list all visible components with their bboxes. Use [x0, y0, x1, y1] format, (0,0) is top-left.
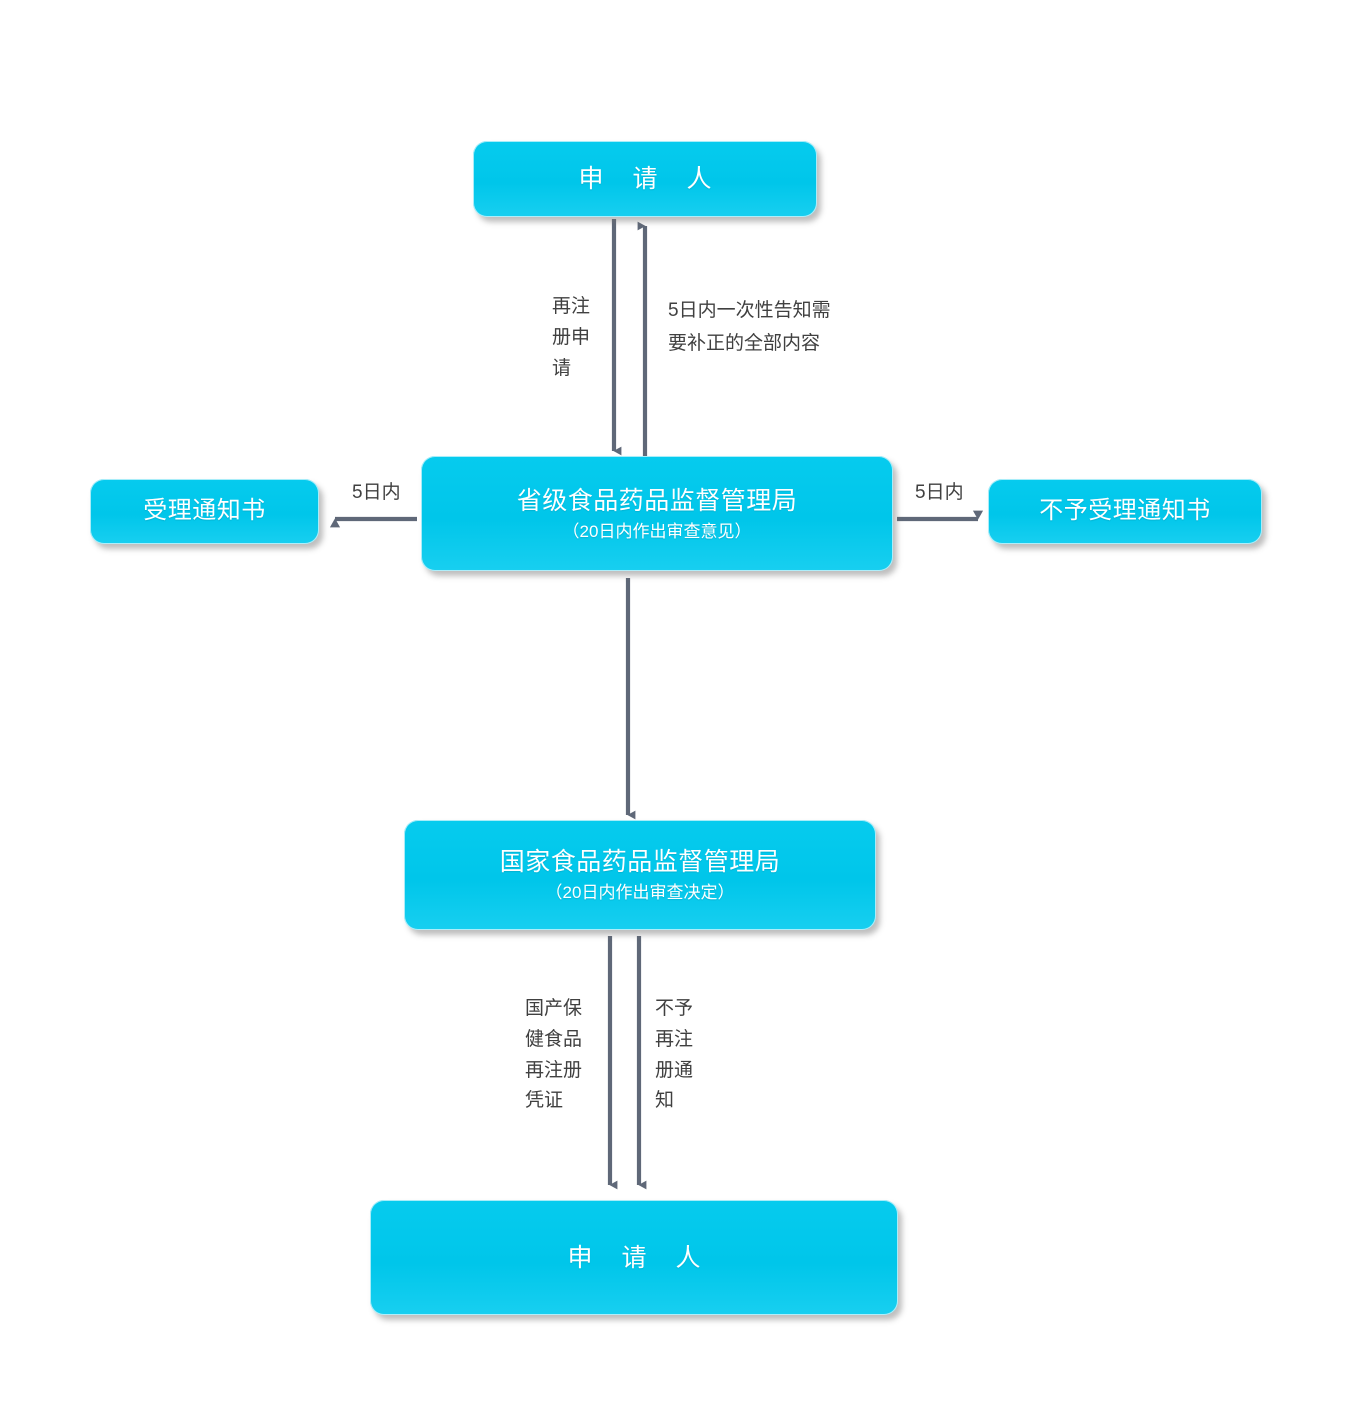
node-provincial-bureau-sublabel: （20日内作出审查意见）	[562, 521, 752, 541]
edge-label-notify-within-5-days: 5日内一次性告知需 要补正的全部内容	[668, 300, 831, 354]
node-applicant-bottom[interactable]: 申 请 人	[370, 1200, 898, 1315]
edge-label-no-reapproval-notice: 不予 再注 册通 知	[655, 998, 694, 1112]
edge-label-five-days-right: 5日内	[915, 482, 964, 503]
node-national-bureau-label: 国家食品药品监督管理局	[499, 848, 781, 877]
node-reject-notice-label: 不予受理通知书	[1039, 497, 1211, 525]
node-accept-notice-label: 受理通知书	[143, 497, 266, 525]
node-national-bureau[interactable]: 国家食品药品监督管理局 （20日内作出审查决定）	[404, 820, 876, 930]
node-applicant-top-label: 申 请 人	[578, 165, 723, 193]
edge-label-domestic-health-food-certificate: 国产保 健食品 再注册 凭证	[525, 998, 583, 1112]
edge-label-reapply-application: 再注 册申 请	[552, 296, 591, 379]
edge-label-five-days-left: 5日内	[352, 482, 401, 503]
node-provincial-bureau[interactable]: 省级食品药品监督管理局 （20日内作出审查意见）	[421, 456, 893, 571]
node-national-bureau-sublabel: （20日内作出审查决定）	[545, 883, 735, 903]
node-reject-notice[interactable]: 不予受理通知书	[988, 479, 1262, 544]
node-applicant-bottom-label: 申 请 人	[567, 1243, 712, 1272]
node-accept-notice[interactable]: 受理通知书	[90, 479, 319, 544]
node-provincial-bureau-label: 省级食品药品监督管理局	[516, 486, 798, 515]
node-applicant-top[interactable]: 申 请 人	[473, 141, 817, 217]
